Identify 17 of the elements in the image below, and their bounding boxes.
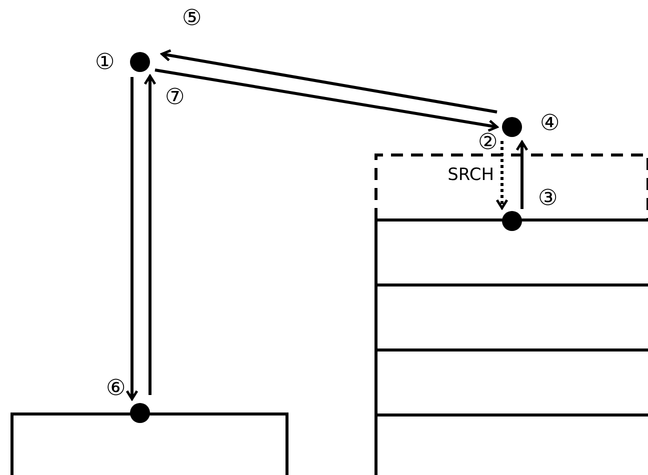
arrow	[160, 49, 498, 114]
position-dot	[130, 403, 150, 423]
arrow	[154, 68, 498, 132]
position-dot	[130, 52, 150, 72]
arrow	[496, 141, 508, 210]
callout-number: ④	[540, 111, 560, 135]
callout-number: ⑤	[182, 6, 202, 30]
position-dot	[502, 117, 522, 137]
position-dot	[502, 211, 522, 231]
callout-number: ②	[478, 130, 498, 154]
arrow	[126, 77, 138, 400]
arrow	[144, 74, 156, 395]
callout-number: ①	[95, 50, 115, 74]
arrow	[516, 140, 528, 209]
callout-number: ③	[538, 186, 558, 210]
callout-number: ⑦	[165, 85, 185, 109]
callout-number: ⑥	[106, 376, 126, 400]
